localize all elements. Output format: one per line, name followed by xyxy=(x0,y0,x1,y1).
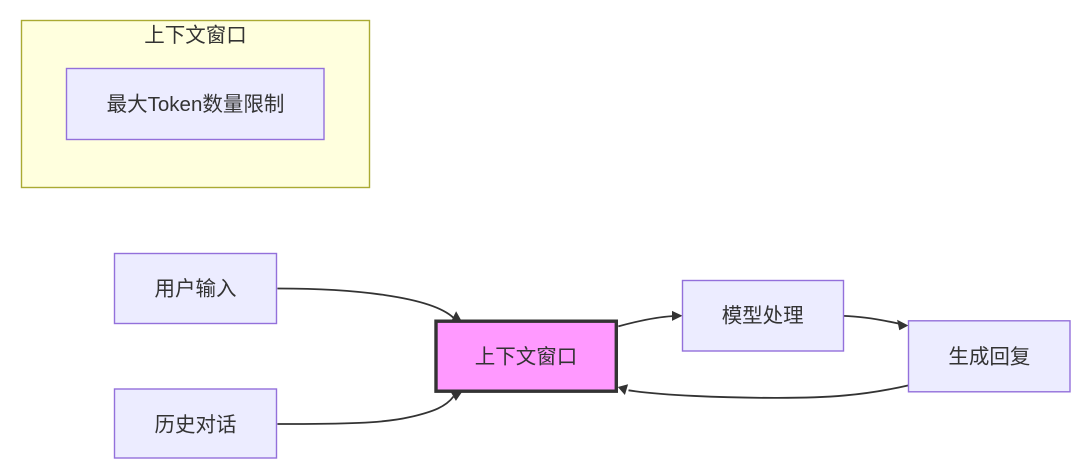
svg-text:模型处理: 模型处理 xyxy=(722,304,804,327)
svg-text:用户输入: 用户输入 xyxy=(155,277,237,300)
svg-text:最大Token数量限制: 最大Token数量限制 xyxy=(107,93,285,116)
svg-text:上下文窗口: 上下文窗口 xyxy=(144,24,247,47)
svg-text:历史对话: 历史对话 xyxy=(155,413,237,436)
svg-text:生成回复: 生成回复 xyxy=(948,346,1030,369)
svg-text:上下文窗口: 上下文窗口 xyxy=(475,345,578,368)
